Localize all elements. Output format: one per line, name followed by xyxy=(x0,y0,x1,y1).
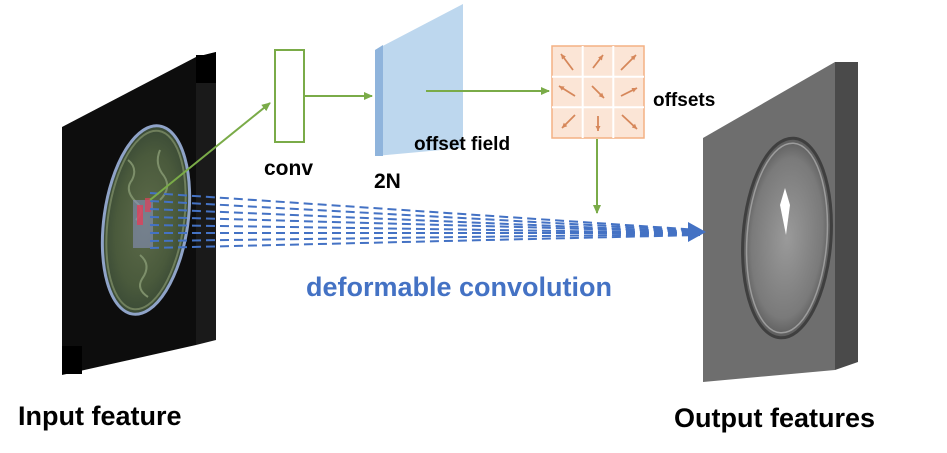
output-brain-scan xyxy=(741,136,833,340)
offset-arrow-right-icon xyxy=(620,87,638,97)
input-feature-map xyxy=(62,52,216,375)
conv-label: conv xyxy=(264,157,313,180)
offsets-grid xyxy=(551,45,645,139)
offsets-label: offsets xyxy=(653,90,715,111)
deformable-convolution-label: deformable convolution xyxy=(306,272,612,302)
offset-arrow-up-left-icon xyxy=(560,53,574,71)
offset-field-plane xyxy=(375,4,463,156)
output-arrowhead xyxy=(688,222,706,242)
input-feature-label: Input feature xyxy=(18,401,182,431)
offset-arrow-up-right-icon xyxy=(592,54,604,69)
offset-arrow-down-right-icon xyxy=(621,114,638,130)
output-feature-map xyxy=(703,62,858,382)
deformable-sampling-lines xyxy=(149,192,701,249)
offset-arrow-down-right-icon xyxy=(591,85,605,99)
offset-arrow-up-right-icon xyxy=(620,54,637,71)
conv-box xyxy=(274,49,305,143)
sampling-grid xyxy=(133,198,153,248)
output-features-label: Output features xyxy=(674,403,875,433)
two-n-label: 2N xyxy=(374,170,401,193)
offset-field-label: offset field xyxy=(414,134,510,155)
green-flow-arrows xyxy=(149,87,601,214)
offset-arrow-left-icon xyxy=(558,85,576,97)
offset-arrow-down-left-icon xyxy=(561,114,576,129)
input-brain-scan xyxy=(100,124,192,316)
